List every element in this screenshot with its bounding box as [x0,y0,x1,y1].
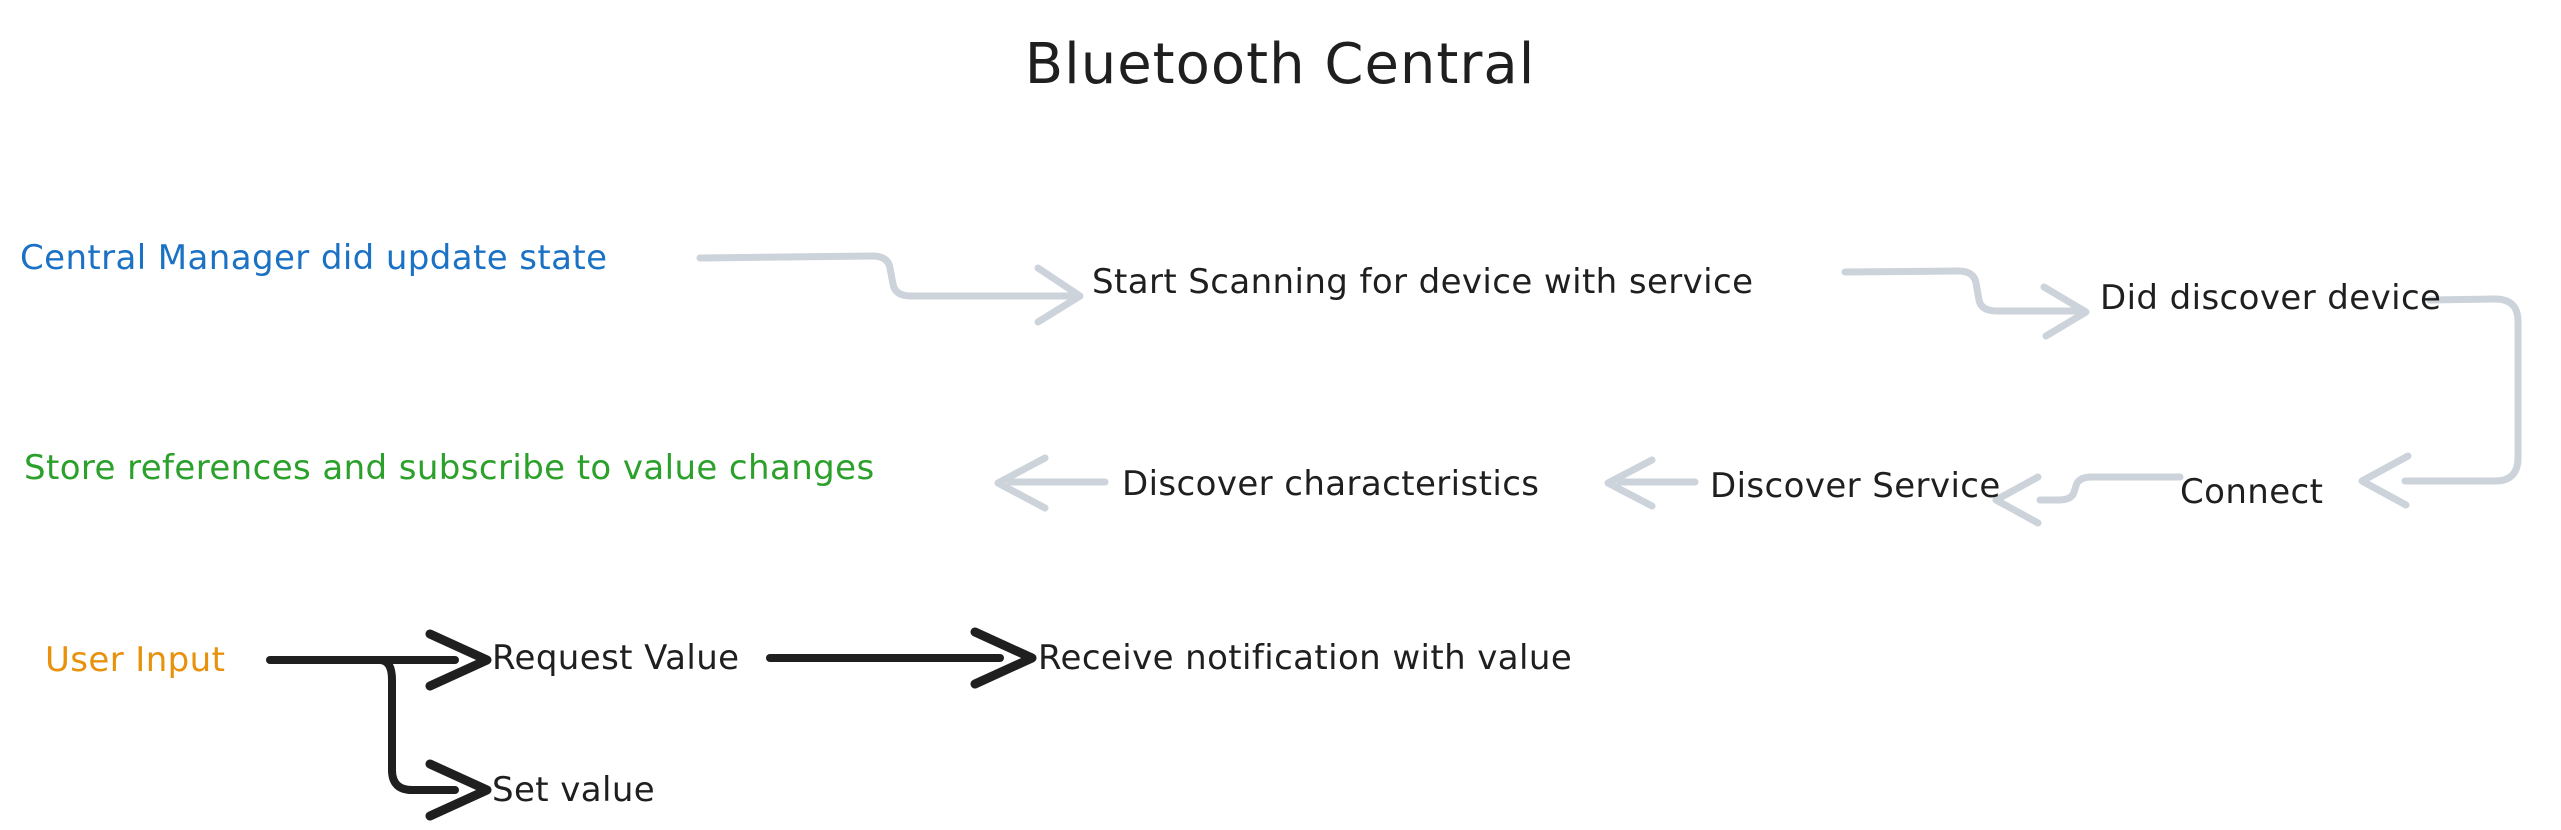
node-did-discover-device[interactable]: Did discover device [2100,278,2442,318]
node-request-value[interactable]: Request Value [492,638,740,678]
node-store-references[interactable]: Store references and subscribe to value … [24,448,875,488]
arrowhead-store-references [994,454,1049,512]
arrowhead-discover-characteristics [1604,456,1656,510]
node-start-scanning[interactable]: Start Scanning for device with service [1092,262,1754,302]
arrowhead-discover-service [1992,473,2042,527]
node-discover-characteristics[interactable]: Discover characteristics [1122,464,1540,504]
node-connect[interactable]: Connect [2180,472,2324,512]
arrowhead-did-discover-device [2040,283,2090,340]
edge-start-scanning-to-did-discover [1841,267,2084,315]
edge-user-input-to-set-value [376,656,459,794]
edge-central-manager-to-start-scanning [696,252,1074,300]
arrowhead-start-scanning [1034,264,1084,326]
edge-did-discover-to-connect [2401,295,2522,485]
edge-connect-to-discover-service [2036,473,2184,504]
arrowhead-receive-notification [970,627,1037,689]
arrowhead-connect [2358,452,2412,509]
node-central-manager-did-update-state[interactable]: Central Manager did update state [20,238,608,278]
arrowhead-request-value [425,629,492,691]
node-set-value[interactable]: Set value [492,770,656,810]
node-discover-service[interactable]: Discover Service [1710,466,2001,506]
arrowhead-set-value [425,759,492,821]
node-receive-notification[interactable]: Receive notification with value [1038,638,1573,678]
node-user-input[interactable]: User Input [45,640,226,680]
page-title: Bluetooth Central [1024,32,1536,97]
